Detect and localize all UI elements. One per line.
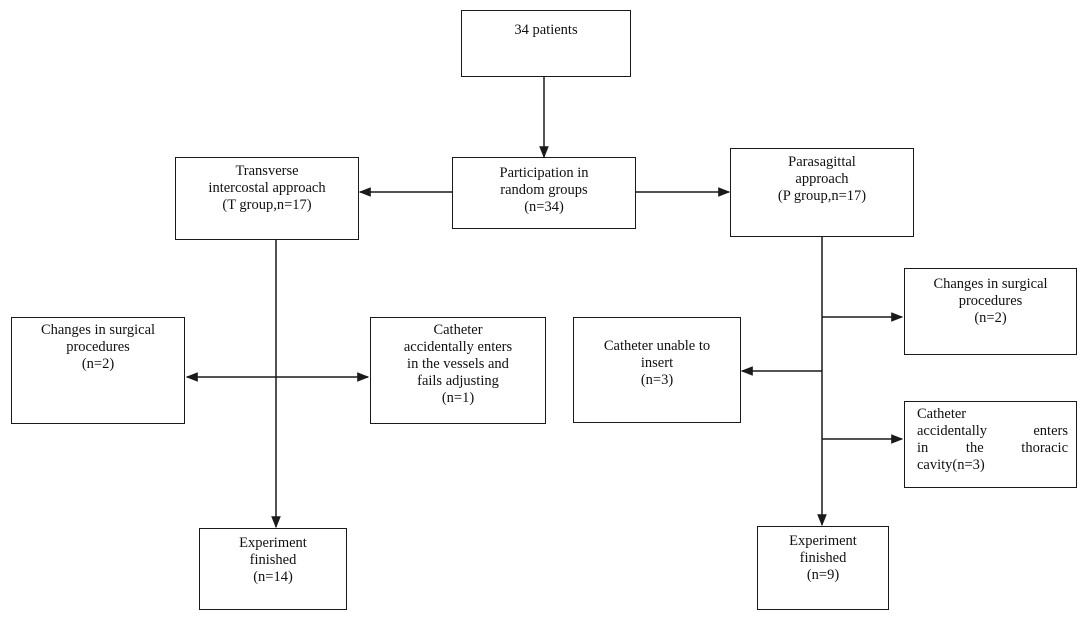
t-finished-count: (n=14) (253, 569, 293, 585)
t-changes-line-1: Changes in surgical (40, 322, 156, 338)
t-finished-line-2: finished (249, 552, 297, 568)
p-thoracic-count: cavity(n=3) (917, 457, 985, 473)
p-group-count: (P group,n=17) (777, 188, 867, 204)
p-finished-line-1: Experiment (789, 533, 857, 549)
start-box: 34 patients (461, 10, 631, 77)
p-changes-count: (n=2) (974, 310, 1007, 326)
t-changes-box: Changes in surgical procedures (n=2) (11, 317, 185, 424)
p-unable-box: Catheter unable to insert (n=3) (573, 317, 741, 423)
p-unable-line-2: insert (640, 355, 674, 371)
p-group-line-1: Parasagittal (788, 154, 856, 170)
randomization-count: (n=34) (524, 199, 564, 215)
p-changes-box: Changes in surgical procedures (n=2) (904, 268, 1077, 355)
p-unable-count: (n=3) (640, 372, 674, 388)
p-unable-line-1: Catheter unable to (603, 338, 711, 354)
t-finished-box: Experiment finished (n=14) (199, 528, 347, 610)
randomization-line-1: Participation in (499, 165, 589, 181)
t-catheter-line-3: in the vessels and (407, 356, 509, 372)
t-catheter-count: (n=1) (441, 390, 475, 406)
t-group-line-1: Transverse (235, 163, 299, 179)
p-group-box: Parasagittal approach (P group,n=17) (730, 148, 914, 237)
t-changes-count: (n=2) (81, 356, 115, 372)
start-text: 34 patients (514, 22, 578, 38)
randomization-line-2: random groups (500, 182, 588, 198)
randomization-box: Participation in random groups (n=34) (452, 157, 636, 229)
p-finished-count: (n=9) (806, 567, 840, 583)
t-group-line-2: intercostal approach (208, 180, 326, 196)
t-catheter-vessels-box: Catheter accidentally enters in the vess… (370, 317, 546, 424)
p-group-line-2: approach (795, 171, 849, 187)
p-thoracic-line-3: in the thoracic (917, 440, 1068, 456)
p-catheter-thoracic-box: Catheter accidentally enters in the thor… (904, 401, 1077, 488)
t-changes-line-2: procedures (66, 339, 130, 355)
p-finished-line-2: finished (799, 550, 847, 566)
p-thoracic-line-1: Catheter (917, 406, 967, 422)
t-catheter-line-4: fails adjusting (417, 373, 499, 389)
t-catheter-line-1: Catheter (433, 322, 483, 338)
p-changes-line-1: Changes in surgical (933, 276, 1048, 292)
t-finished-line-1: Experiment (239, 535, 307, 551)
p-thoracic-line-2: accidentally enters (917, 423, 1068, 439)
p-finished-box: Experiment finished (n=9) (757, 526, 889, 610)
p-changes-line-2: procedures (958, 293, 1023, 309)
t-catheter-line-2: accidentally enters (403, 339, 513, 355)
t-group-count: (T group,n=17) (222, 197, 312, 213)
t-group-box: Transverse intercostal approach (T group… (175, 157, 359, 240)
